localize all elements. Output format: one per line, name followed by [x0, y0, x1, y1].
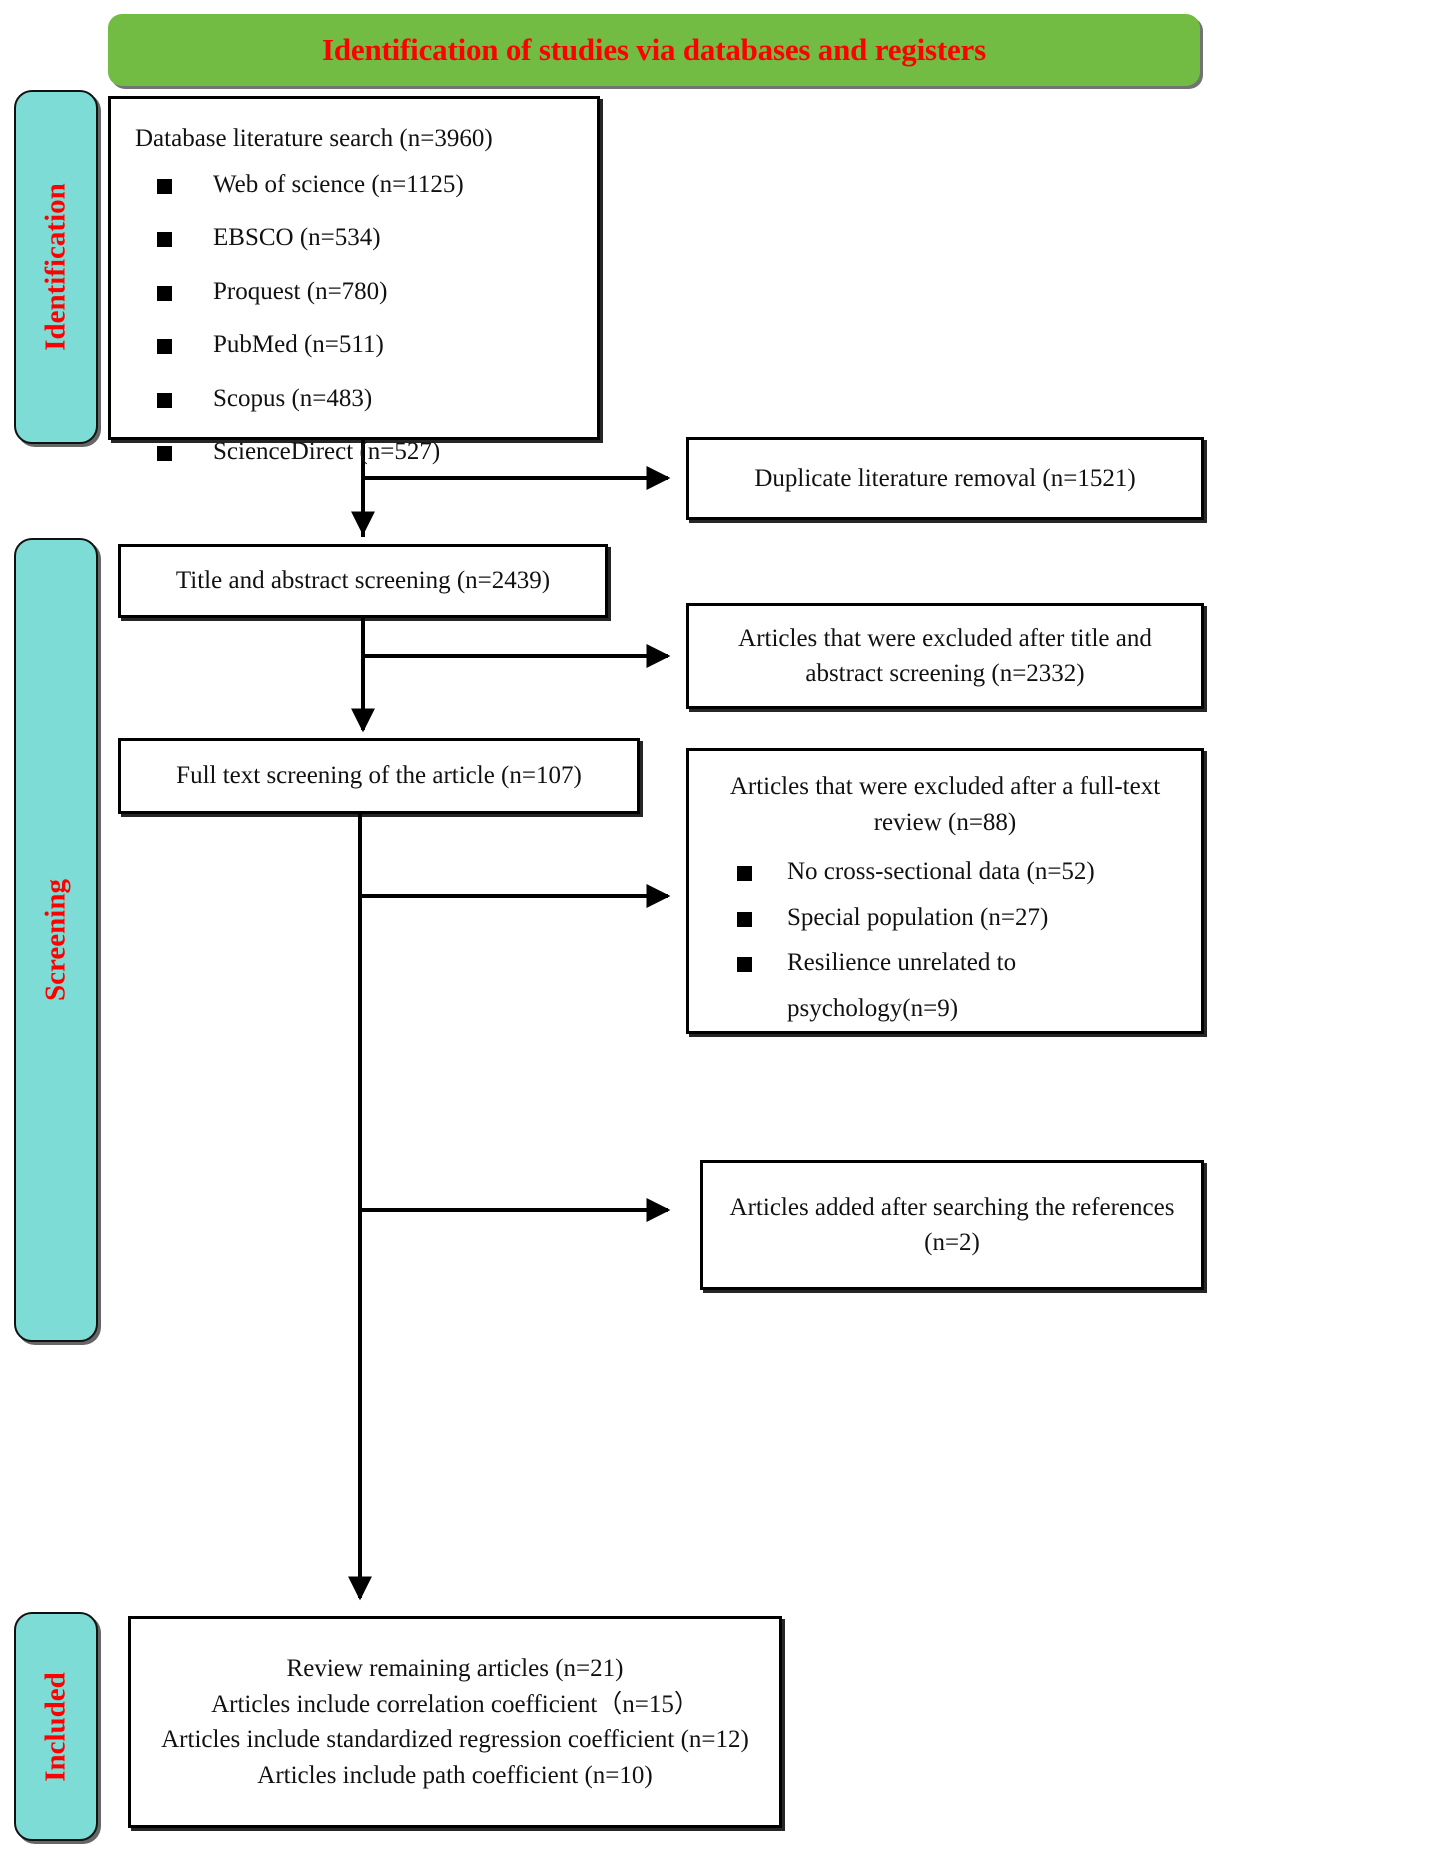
list-item-label: ScienceDirect (n=527) — [213, 438, 441, 465]
list-item: psychology(n=9) — [701, 991, 1189, 1027]
list-item-label: Scopus (n=483) — [213, 384, 373, 412]
list-item-label-continuation: psychology(n=9) — [787, 994, 959, 1022]
duplicate-removal-text: Duplicate literature removal (n=1521) — [754, 464, 1136, 492]
bullet-square-icon — [737, 957, 752, 972]
included-summary-line-3: Articles include standardized regression… — [161, 1726, 749, 1753]
stage-bar-identification: Identification — [14, 90, 98, 444]
box-excluded-title-abstract: Articles that were excluded after title … — [686, 603, 1204, 709]
stage-label-identification: Identification — [39, 183, 72, 351]
bullet-square-icon — [157, 446, 172, 461]
list-item: Proquest (n=780) — [135, 274, 597, 310]
bullet-square-icon — [157, 339, 172, 354]
list-item-label: PubMed (n=511) — [213, 331, 384, 358]
title-abstract-screening-text: Title and abstract screening (n=2439) — [175, 567, 551, 595]
box-included-summary: Review remaining articles (n=21) Article… — [128, 1616, 782, 1828]
included-summary-line-2: Articles include correlation coefficient… — [211, 1690, 699, 1718]
database-source-list: Web of science (n=1125) EBSCO (n=534) Pr… — [135, 167, 597, 470]
excluded-title-line-1: Articles that were excluded after title … — [738, 624, 1152, 652]
list-item-label: Resilience unrelated to — [787, 949, 1017, 976]
page-title: Identification of studies via databases … — [322, 32, 986, 67]
bullet-square-icon — [157, 232, 172, 247]
list-item-label: Proquest (n=780) — [213, 277, 388, 305]
list-item-label: EBSCO (n=534) — [213, 224, 381, 251]
list-item: ScienceDirect (n=527) — [135, 434, 597, 470]
box-duplicate-removal: Duplicate literature removal (n=1521) — [686, 437, 1204, 520]
references-added-line-1: Articles added after searching the refer… — [729, 1193, 1175, 1221]
excluded-title-line-2: abstract screening (n=2332) — [805, 660, 1085, 687]
stage-label-included: Included — [39, 1671, 72, 1782]
bullet-square-icon — [737, 866, 752, 881]
box-title-abstract-screening: Title and abstract screening (n=2439) — [118, 544, 608, 618]
box-excluded-fulltext: Articles that were excluded after a full… — [686, 748, 1204, 1034]
excluded-fulltext-line-1: Articles that were excluded after a full… — [729, 773, 1161, 800]
list-item: Special population (n=27) — [701, 900, 1189, 936]
bullet-square-icon — [157, 285, 172, 301]
list-item: No cross-sectional data (n=52) — [701, 854, 1189, 890]
list-item: Resilience unrelated to — [701, 945, 1189, 981]
stage-bar-screening: Screening — [14, 538, 98, 1342]
bullet-square-icon — [737, 911, 752, 927]
list-item: Web of science (n=1125) — [135, 167, 597, 203]
fulltext-screening-text: Full text screening of the article (n=10… — [176, 762, 582, 790]
list-item-label: Special population (n=27) — [787, 903, 1049, 931]
excluded-fulltext-line-2: review (n=88) — [873, 808, 1017, 836]
list-item: PubMed (n=511) — [135, 327, 597, 363]
included-summary-line-4: Articles include path coefficient (n=10) — [257, 1761, 653, 1789]
stage-bar-included: Included — [14, 1612, 98, 1841]
excluded-fulltext-reason-list: No cross-sectional data (n=52) Special p… — [701, 854, 1189, 1026]
bullet-square-icon — [157, 392, 172, 408]
box-references-added: Articles added after searching the refer… — [700, 1160, 1204, 1290]
bullet-square-icon — [157, 178, 172, 194]
included-summary-line-1: Review remaining articles (n=21) — [286, 1655, 624, 1682]
list-item-label: No cross-sectional data (n=52) — [787, 858, 1095, 885]
list-item-label: Web of science (n=1125) — [213, 170, 464, 198]
list-item: Scopus (n=483) — [135, 381, 597, 417]
diagram-header-banner: Identification of studies via databases … — [108, 14, 1200, 86]
list-item: EBSCO (n=534) — [135, 220, 597, 256]
database-search-heading: Database literature search (n=3960) — [135, 125, 493, 152]
references-added-line-2: (n=2) — [924, 1229, 980, 1256]
box-fulltext-screening: Full text screening of the article (n=10… — [118, 738, 640, 814]
stage-label-screening: Screening — [39, 879, 72, 1001]
box-database-search: Database literature search (n=3960) Web … — [108, 96, 600, 465]
